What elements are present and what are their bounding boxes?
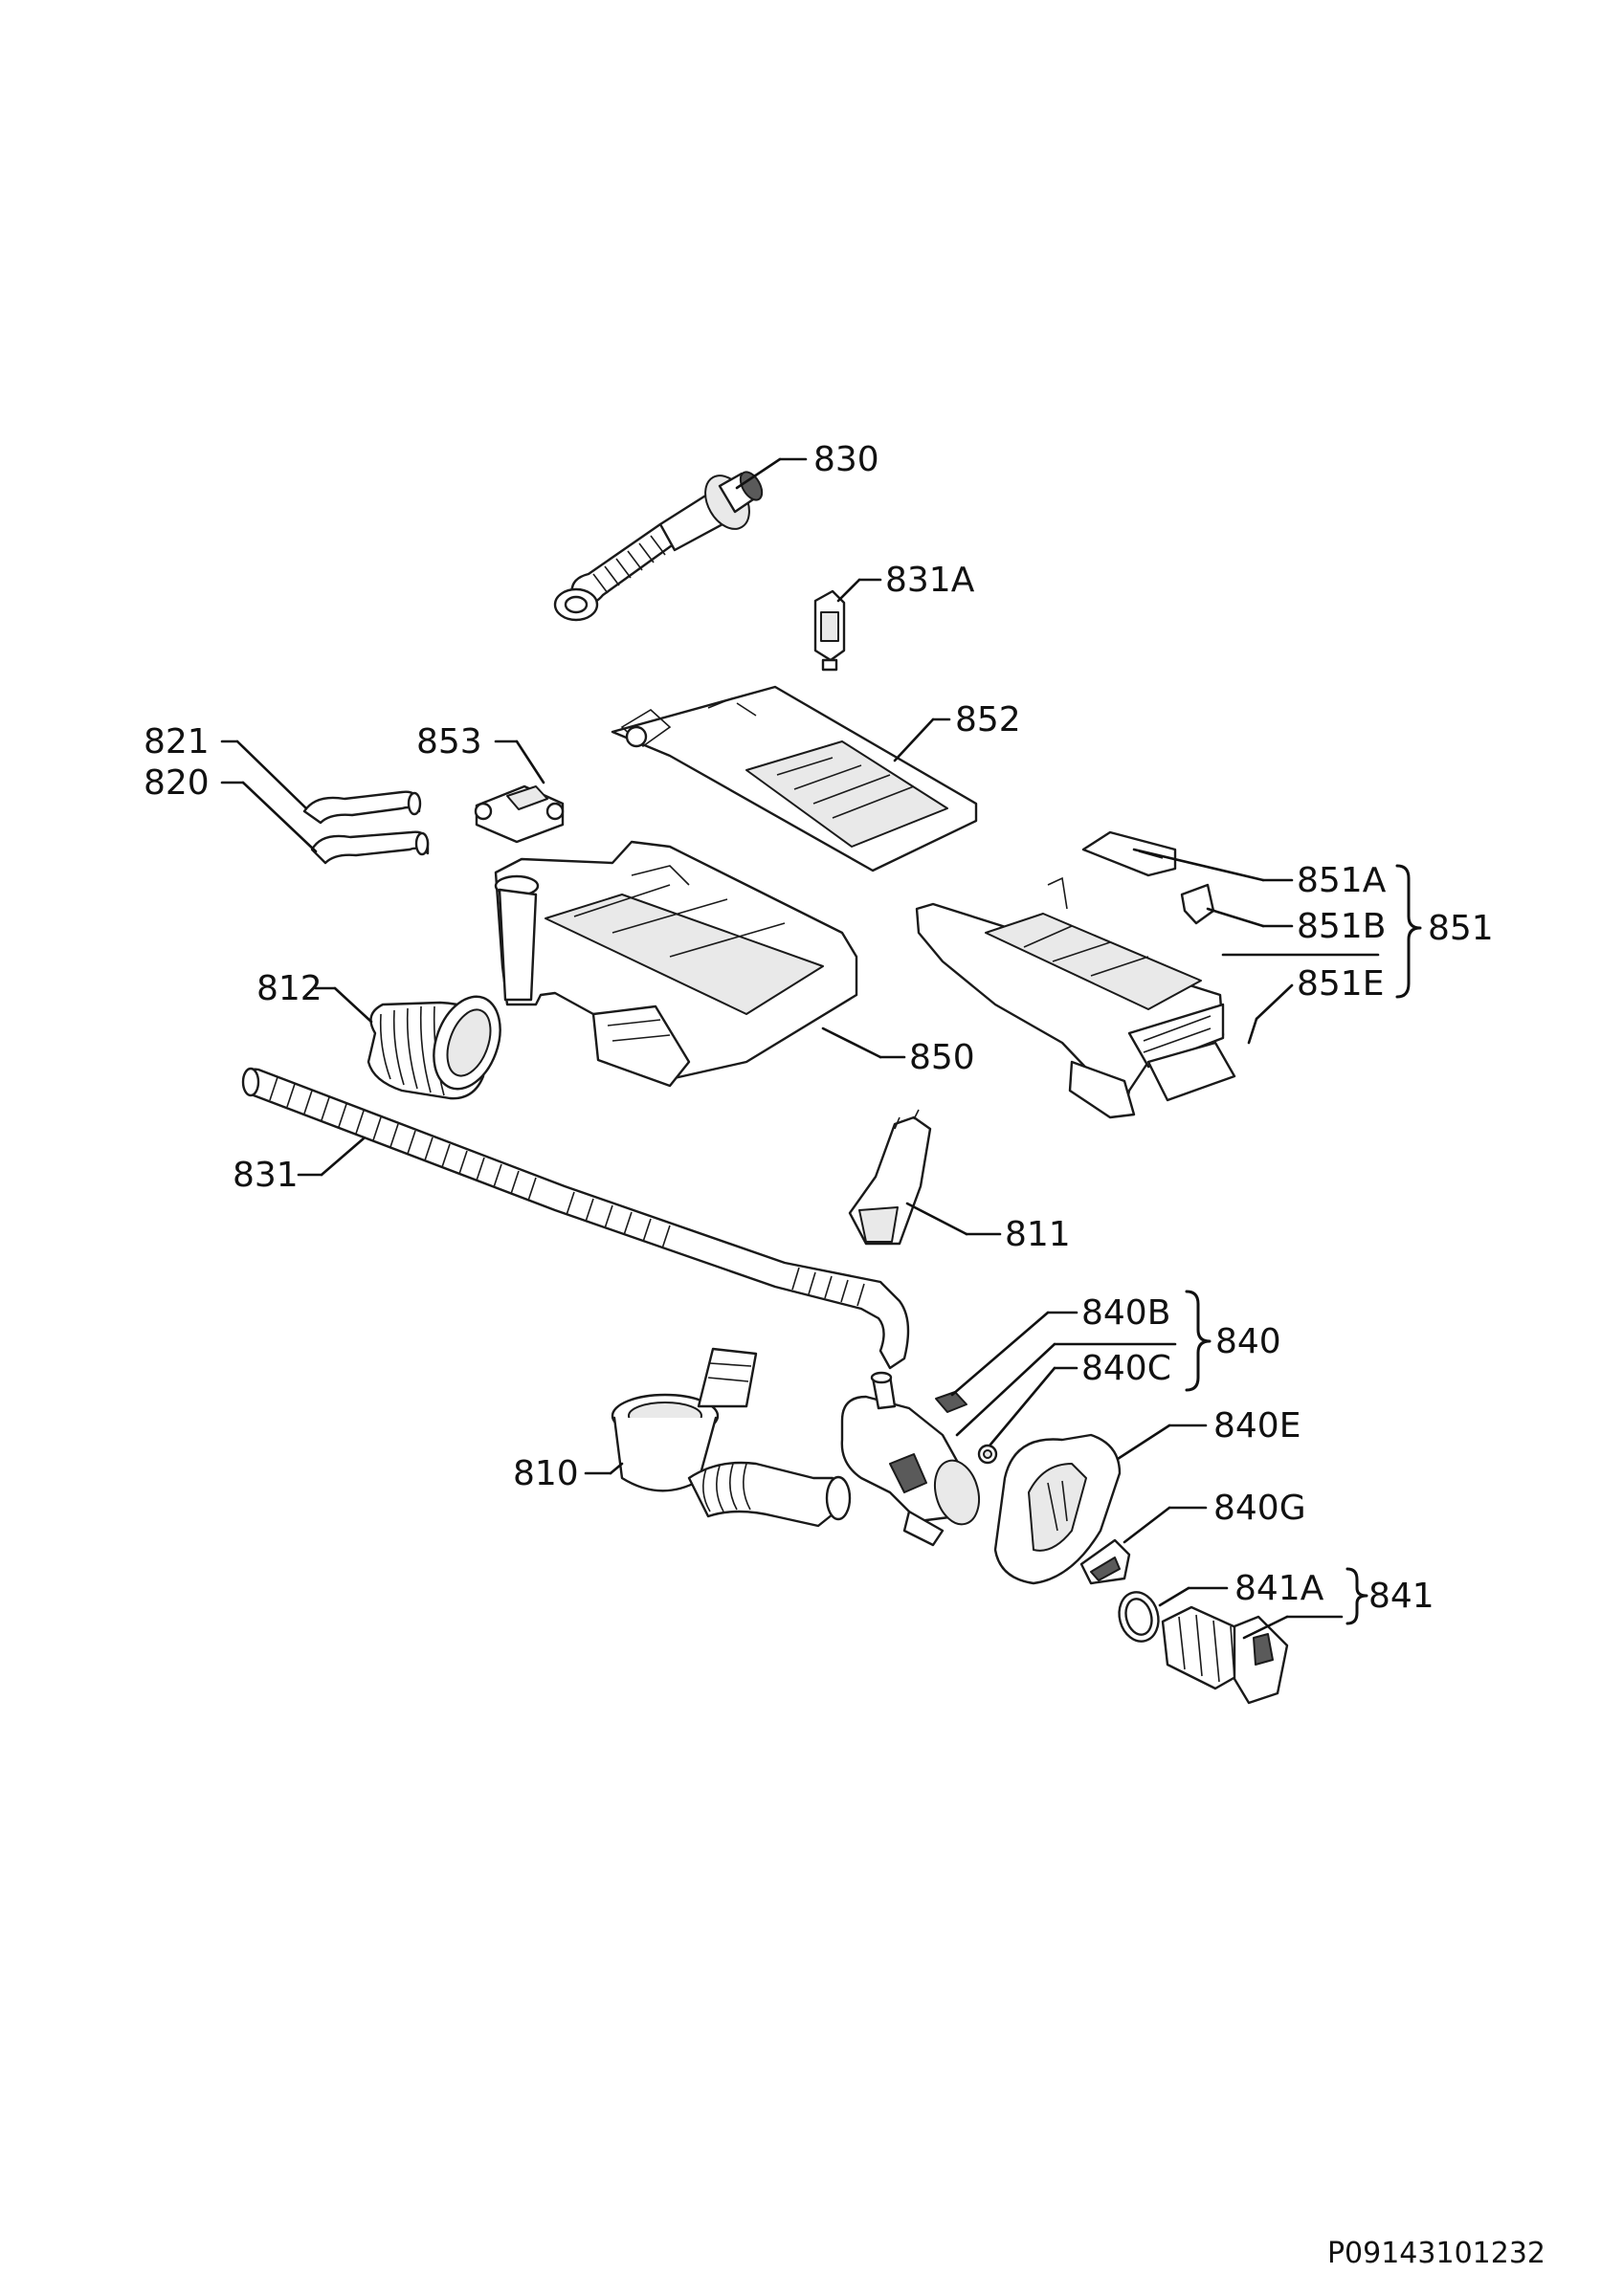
- part-840c-pump-screw: [977, 1444, 998, 1465]
- part-852-dispenser-lid: [611, 685, 978, 872]
- leader-840e: [1116, 1424, 1171, 1461]
- part-851b-siphon-cap: [1180, 883, 1215, 925]
- leader-841a: [1158, 1586, 1190, 1607]
- leader-851a: [1132, 848, 1265, 882]
- part-831-drain-hose: [241, 1067, 910, 1370]
- label-811: 811: [1005, 1215, 1071, 1254]
- part-811-connector: [848, 1109, 932, 1246]
- label-851a: 851A: [1297, 861, 1387, 900]
- leader-840c-b: [989, 1366, 1056, 1446]
- label-812: 812: [256, 969, 322, 1008]
- label-831: 831: [233, 1156, 299, 1195]
- part-840-drain-pump: [840, 1371, 981, 1547]
- brace-851: [1395, 864, 1422, 999]
- part-812-bellows-hose: [367, 995, 501, 1100]
- leader-841: [1242, 1615, 1289, 1640]
- label-853: 853: [416, 722, 482, 762]
- part-841-pump-filter: [1161, 1605, 1289, 1705]
- part-851e-drawer: [915, 876, 1236, 1119]
- part-850-dispenser-housing: [494, 840, 858, 1088]
- label-852: 852: [955, 700, 1021, 740]
- label-840b: 840B: [1081, 1293, 1170, 1333]
- label-840: 840: [1215, 1322, 1281, 1361]
- part-831a-hose-clip: [813, 589, 846, 672]
- leader-852: [893, 718, 935, 762]
- label-820: 820: [144, 763, 210, 803]
- brace-840: [1185, 1290, 1212, 1392]
- label-840e: 840E: [1213, 1406, 1301, 1446]
- leader-840c-a: [955, 1342, 1056, 1437]
- part-840e-pump-cover: [993, 1433, 1122, 1585]
- label-851b: 851B: [1297, 907, 1386, 946]
- part-851a-drawer-flap: [1081, 830, 1177, 877]
- leader-840g: [1123, 1506, 1171, 1544]
- label-850: 850: [909, 1038, 975, 1077]
- label-821: 821: [144, 722, 210, 762]
- drawing-code: P09143101232: [1327, 2237, 1545, 2270]
- brace-841: [1345, 1567, 1368, 1625]
- part-841a-filter-seal: [1118, 1591, 1160, 1643]
- part-840b-pump-clip: [935, 1391, 967, 1413]
- part-853-inlet-valve: [474, 784, 565, 844]
- leader-831a: [836, 578, 861, 603]
- label-841: 841: [1368, 1577, 1434, 1616]
- label-830: 830: [813, 440, 879, 479]
- part-820-hose: [310, 830, 430, 865]
- leader-811: [905, 1202, 968, 1236]
- label-840c: 840C: [1081, 1349, 1171, 1388]
- leader-830: [735, 457, 782, 490]
- leader-851b: [1206, 907, 1265, 928]
- part-821-hose: [302, 790, 422, 825]
- label-841a: 841A: [1234, 1569, 1324, 1608]
- label-851: 851: [1428, 909, 1494, 948]
- label-810: 810: [513, 1454, 579, 1493]
- label-831a: 831A: [885, 561, 975, 600]
- label-840g: 840G: [1213, 1489, 1306, 1528]
- leader-850: [821, 1027, 882, 1059]
- part-830-inlet-hose: [553, 471, 764, 622]
- part-810-sump-hose: [611, 1347, 852, 1528]
- label-851e: 851E: [1297, 964, 1384, 1004]
- part-840g-filter-guide: [1079, 1538, 1131, 1585]
- leader-840b: [950, 1311, 1050, 1397]
